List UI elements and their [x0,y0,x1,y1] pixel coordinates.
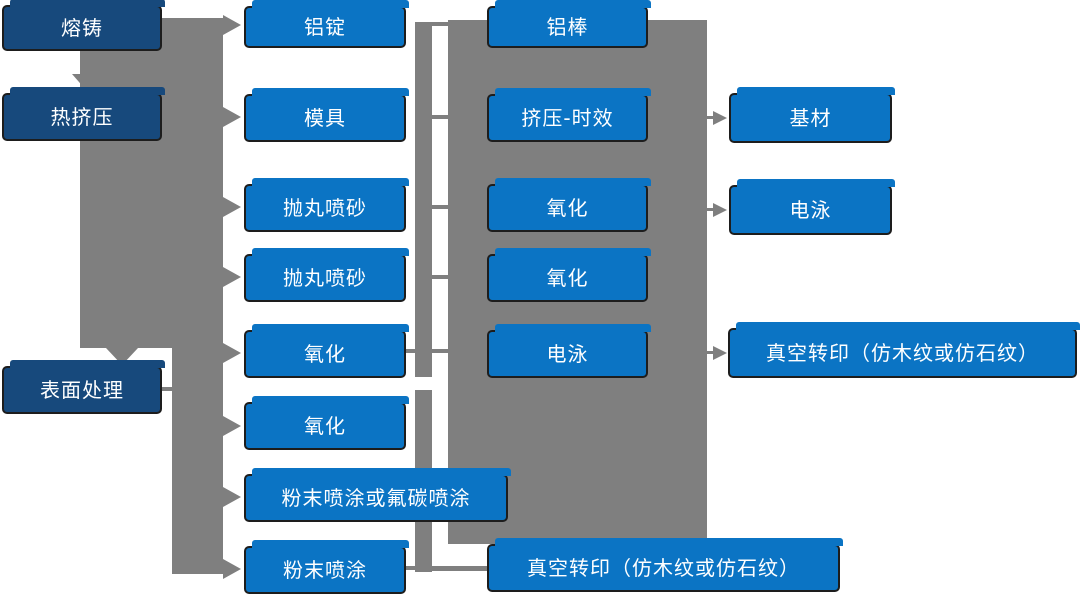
node-aluminum-ingot: 铝锭 [244,0,409,48]
node-powder-or-fluorocarbon: 粉末喷涂或氟碳喷涂 [244,468,511,522]
line-to-electrophoresis-2 [705,208,714,211]
node-base-material: 基材 [729,87,895,143]
arrow-down-to-hot-extrusion-icon [72,74,100,90]
node-oxidation-4: 氧化 [487,248,651,302]
stub-row-aluminum-rod [432,22,448,26]
distribution-trunk [172,18,223,574]
arrow-to-oxidation-1-icon [223,343,241,363]
node-electrophoresis-2: 电泳 [729,179,895,235]
stub-to-vacuum-transfer-1 [432,566,487,571]
arrow-to-aluminum-ingot-icon [223,15,241,35]
node-oxidation-3: 氧化 [487,178,651,232]
arrow-to-powder-fluorocarbon-icon [223,487,241,507]
arrow-to-shot-blast-2-icon [223,267,241,287]
arrow-to-mold-icon [223,107,241,127]
stub-row-oxidation-3 [432,205,448,209]
node-powder-coating: 粉末喷涂 [244,540,409,594]
line-to-vacuum-transfer-2 [705,351,714,354]
node-vacuum-transfer-2: 真空转印（仿木纹或仿石纹） [728,322,1080,378]
arrow-to-shot-blast-1-icon [223,197,241,217]
node-mold: 模具 [244,88,409,142]
node-melting-casting: 熔铸 [2,0,165,51]
line-to-base-material [705,116,714,119]
node-aluminum-rod: 铝棒 [487,0,651,48]
node-extrusion-aging: 挤压-时效 [487,88,651,142]
node-oxidation-2: 氧化 [244,396,409,450]
node-oxidation-1: 氧化 [244,324,409,378]
node-shot-blast-2: 抛丸喷砂 [244,248,409,302]
collector-bar-upper [415,22,432,377]
node-vacuum-transfer-1: 真空转印（仿木纹或仿石纹） [487,538,843,592]
arrow-to-electrophoresis-2-icon [713,203,727,217]
arrow-to-oxidation-2-icon [223,416,241,436]
stub-row-extrusion-aging [432,115,448,119]
node-surface-treatment: 表面处理 [2,360,165,414]
node-electrophoresis-1: 电泳 [487,324,651,378]
stub-powder-coating-to-collector [406,566,415,570]
surface-treatment-stub [158,387,174,391]
arrow-to-vacuum-transfer-2-icon [713,346,727,360]
stub-row-electrophoresis-1 [432,349,448,353]
arrow-to-powder-coating-icon [223,559,241,579]
stub-oxidation-1-to-collector [406,349,415,353]
stub-row-oxidation-4 [432,275,448,279]
node-hot-extrusion: 热挤压 [2,87,165,141]
arrow-to-base-material-icon [713,111,727,125]
node-shot-blast-1: 抛丸喷砂 [244,178,409,232]
